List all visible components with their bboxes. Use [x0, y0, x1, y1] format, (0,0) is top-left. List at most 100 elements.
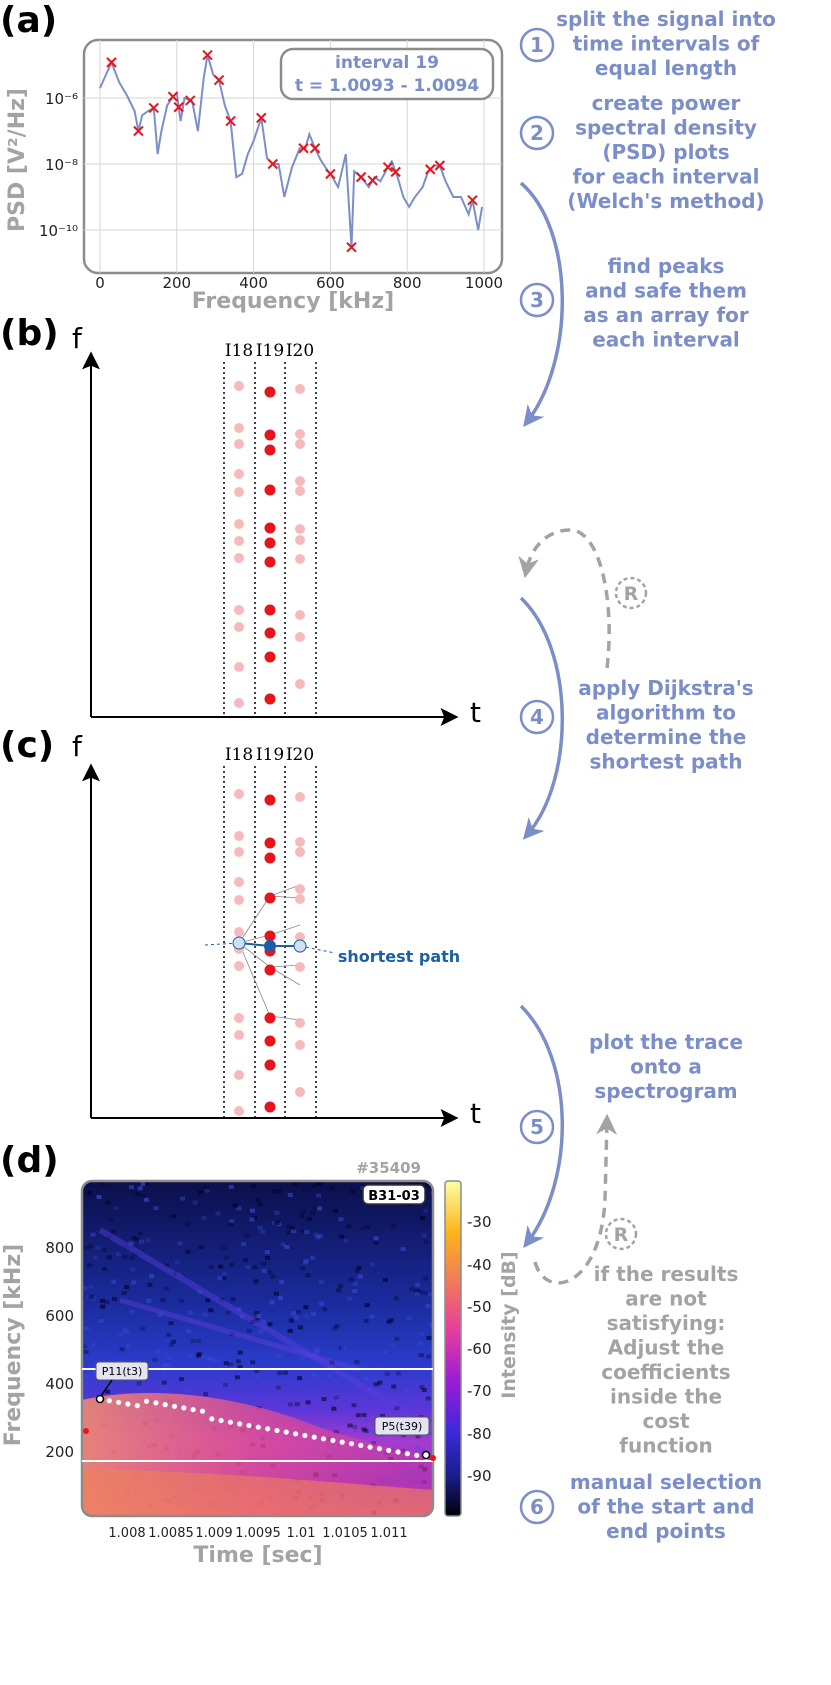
psd-ytick: 10⁻⁸: [45, 156, 78, 174]
step-2-badge: [519, 115, 555, 151]
step-3-text: as an array for: [583, 303, 749, 327]
spec-ytick: 800: [45, 1239, 74, 1257]
peak-dot-i20: [295, 932, 305, 942]
peak-dot-i19: [264, 1059, 276, 1071]
right-edge-marker: [430, 1455, 436, 1461]
peak-dot-i20: [295, 384, 305, 394]
spec-xtick: 1.008: [108, 1526, 145, 1541]
trace-point: [227, 1419, 233, 1425]
trace-point: [116, 1399, 122, 1405]
svg-text:R: R: [624, 583, 639, 605]
step-1-text: equal length: [595, 56, 737, 80]
repeat-arrow-dijkstra: [518, 528, 611, 669]
colorbar-tick: -50: [467, 1298, 492, 1316]
psd-legend-interval: interval 19: [335, 53, 439, 73]
panel-label-b: (b): [0, 313, 59, 354]
step-2-text: (PSD) plots: [602, 140, 729, 164]
peak-dot-i18: [234, 519, 244, 529]
step-1-badge: [519, 27, 555, 63]
psd-peak-marker: [256, 112, 267, 124]
step-5-text: plot the trace: [589, 1030, 743, 1054]
repeat-badge-1: R: [614, 576, 648, 610]
trace-point: [218, 1417, 224, 1424]
trace-point: [293, 1431, 299, 1437]
spectrogram-image: [82, 1181, 433, 1516]
peak-dot-i19: [264, 604, 276, 616]
b-t-label: t: [470, 696, 481, 729]
step-1-text: split the signal into: [556, 7, 776, 31]
step-6-text: end points: [606, 1519, 726, 1543]
peak-dot-i20: [295, 524, 305, 534]
step-2-text: (Welch's method): [567, 189, 764, 213]
step-3-badge: [519, 282, 555, 318]
psd-xtick: 1000: [465, 274, 503, 292]
c-f-label: f: [72, 730, 83, 763]
peak-dot-i18: [234, 381, 244, 391]
spectrogram: P11(t3) P5(t39) B31-03 #35409 8006004002…: [1, 1159, 520, 1568]
psd-peak-marker: [167, 91, 179, 102]
probe-label: B31-03: [368, 1189, 420, 1204]
interval-label-i20: I20: [286, 341, 314, 361]
step-6-number: 6: [530, 1495, 544, 1519]
peak-dot-i18: [234, 927, 244, 937]
candidate-edge: [238, 895, 271, 944]
peak-dot-i18: [234, 831, 244, 841]
spec-ytick: 600: [45, 1307, 74, 1325]
peak-dot-i18: [234, 605, 244, 615]
peak-dot-i18: [234, 877, 244, 887]
trace-point: [404, 1451, 410, 1457]
trace-point: [134, 1403, 140, 1409]
peak-dot-i19: [264, 794, 276, 806]
peak-dot-i20: [295, 894, 305, 904]
psd-peak-marker: [390, 166, 401, 178]
peak-dot-i18: [234, 895, 244, 905]
repeat-note-text: coefficients: [601, 1360, 730, 1384]
colorbar-tick: -60: [467, 1340, 492, 1358]
start-point-label: P11(t3): [102, 1365, 143, 1378]
trace-start-point: [95, 1394, 105, 1404]
step-3-text: each interval: [592, 328, 740, 352]
colorbar-tick: -90: [467, 1467, 492, 1485]
peak-dot-i20: [295, 429, 305, 439]
step-6-text: of the start and: [577, 1495, 754, 1519]
peak-dot-i18: [234, 1070, 244, 1080]
step-6-text: manual selection: [570, 1470, 762, 1494]
peak-dot-i18: [234, 1106, 244, 1116]
peak-dot-i18: [234, 1013, 244, 1023]
step-2-number: 2: [530, 121, 544, 145]
trace-point: [171, 1403, 178, 1409]
psd-peak-marker: [213, 74, 225, 86]
end-point-label: P5(t39): [382, 1420, 423, 1433]
peak-dot-i19: [264, 386, 276, 398]
peak-dot-i20: [295, 1040, 305, 1050]
colorbar-tick: -70: [467, 1382, 492, 1400]
trace-point: [339, 1439, 345, 1445]
start-point-callout: [95, 1361, 149, 1381]
start-point-pointer: [100, 1379, 113, 1397]
panel-label-d: (d): [0, 1140, 59, 1181]
psd-ylabel: PSD [V²/Hz]: [5, 88, 30, 232]
end-point-callout: [374, 1416, 430, 1436]
peak-dot-i20: [295, 535, 305, 545]
arrow-5-to-d: [519, 1004, 564, 1249]
peak-dot-i19: [264, 627, 276, 639]
psd-peak-marker: [382, 161, 394, 173]
peak-dot-i20: [295, 486, 305, 496]
step-6-badge: [519, 1489, 555, 1525]
b-f-label: f: [72, 322, 83, 355]
peak-dot-i18: [234, 487, 244, 497]
panel-label-c: (c): [0, 725, 54, 766]
spec-xtick: 1.0105: [322, 1526, 368, 1541]
psd-xlabel: Frequency [kHz]: [192, 289, 394, 314]
peak-dot-i19: [264, 892, 276, 904]
trace-point: [181, 1405, 187, 1411]
candidate-edge: [238, 942, 271, 1017]
peak-dot-i18: [234, 622, 244, 632]
psd-xtick: 600: [316, 274, 345, 292]
trace-point: [199, 1408, 206, 1414]
psd-peak-marker: [355, 171, 367, 183]
psd-peak-marker: [434, 160, 446, 171]
repeat-note-text: satisfying:: [607, 1311, 726, 1335]
